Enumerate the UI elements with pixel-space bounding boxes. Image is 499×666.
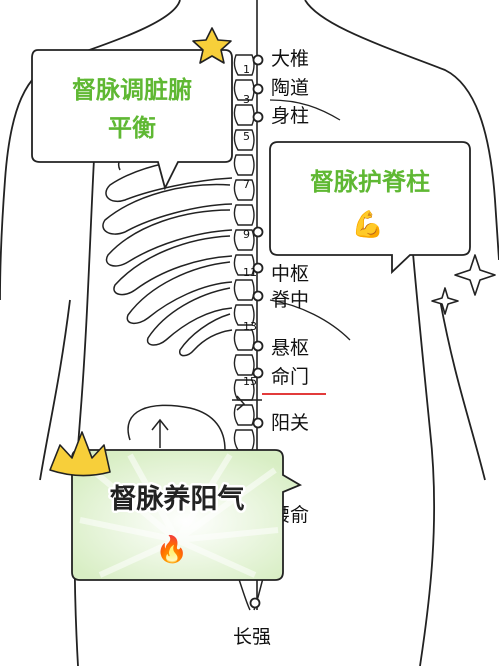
vertebra-number: 5 [243, 130, 250, 143]
acupoint-shenzhu [252, 111, 264, 123]
vertebra-number: 7 [243, 178, 250, 191]
flexed-biceps-icon: 💪 [352, 209, 384, 240]
callout-top-right: 督脉护脊柱 💪 [269, 141, 471, 275]
vertebra [233, 279, 255, 301]
acupoint-label-jizhong: 脊中 [271, 289, 309, 311]
callout-top-left-line1: 督脉调脏腑 [72, 76, 192, 104]
right-ribs [269, 99, 351, 341]
crown-icon [49, 431, 111, 477]
callout-bottom-line1: 督脉养阳气 [110, 483, 245, 515]
vertebra-number: 11 [243, 266, 257, 279]
vertebra [233, 204, 255, 226]
vertebra [233, 79, 255, 101]
vertebra [233, 429, 255, 451]
acupoint-lingtai [252, 226, 264, 238]
vertebra [233, 154, 255, 176]
callout-top-left-line2: 平衡 [108, 114, 156, 142]
fire-icon: 🔥 [156, 534, 188, 565]
callout-bottom: 督脉养阳气 🔥 [49, 431, 303, 581]
vertebra-number: 9 [243, 228, 250, 241]
acupoint-label-shenzhu: 身柱 [271, 105, 309, 127]
acupoint-dazhui [252, 54, 264, 66]
vertebra [233, 254, 255, 276]
acupoint-changqiang [249, 597, 261, 609]
acupoint-zhongshu [252, 262, 264, 274]
vertebra-number: 3 [243, 93, 250, 106]
vertebra-number: 15 [243, 375, 257, 388]
acupoint-label-xuanshu: 悬枢 [271, 337, 309, 359]
vertebra [233, 304, 255, 326]
star-icon [192, 27, 232, 64]
acupoint-jizhong [252, 290, 264, 302]
acupoint-taodao [252, 83, 264, 95]
acupoint-label-yangguan: 阳关 [271, 412, 309, 434]
vertebra-number: 1 [243, 63, 250, 76]
acupoint-xuanshu [252, 340, 264, 352]
vertebra [233, 104, 255, 126]
acupoint-label-dazhui: 大椎 [271, 48, 309, 70]
vertebra [233, 354, 255, 376]
callout-top-left: 督脉调脏腑 平衡 [31, 27, 233, 191]
acupoint-label-changqiang: 长强 [233, 626, 271, 648]
vertebra [233, 329, 255, 351]
vertebra [233, 179, 255, 201]
vertebra-number: 13 [243, 320, 257, 333]
acupoint-label-mingmen: 命门 [271, 366, 309, 388]
vertebra [233, 129, 255, 151]
bubble-rays [78, 453, 279, 578]
acupoint-yangguan [252, 417, 264, 429]
acupoint-label-zhongshu: 中枢 [271, 263, 309, 285]
sparkle-icon [431, 254, 496, 315]
acupoint-label-taodao: 陶道 [271, 77, 309, 99]
acupoint-mingmen [252, 367, 264, 379]
callout-top-right-line1: 督脉护脊柱 [310, 168, 430, 196]
vertebra [233, 404, 255, 426]
